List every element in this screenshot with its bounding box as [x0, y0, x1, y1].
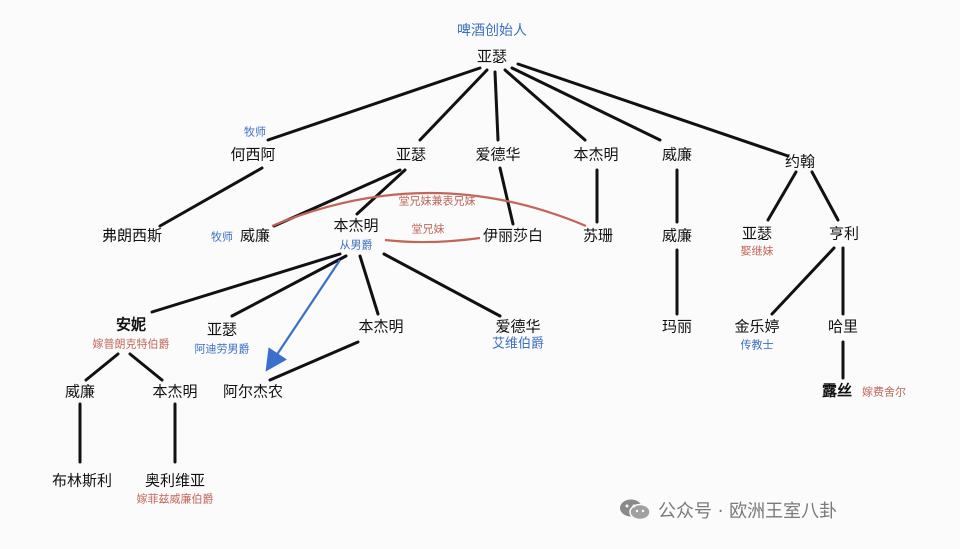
node-jinleting: 金乐婷: [734, 317, 780, 336]
edge-root-edward1: [493, 70, 500, 142]
edge-root-hexia: [266, 66, 482, 142]
note-missionary: 传教士: [740, 338, 774, 352]
edge-arthur2-benjamin2: [355, 168, 407, 216]
note-cousins-both: 堂兄妹兼表兄妹: [398, 194, 476, 208]
cousin-curve-william-susan: [271, 191, 587, 228]
node-william-1: 威廉: [661, 145, 693, 164]
note-married-earl-fitzwilliam: 嫁菲兹威廉伯爵: [136, 492, 214, 506]
edge-benjamin3-algernon: [268, 340, 360, 382]
watermark-text: 公众号 · 欧洲王室八卦: [658, 501, 838, 522]
cousin-curve-benjamin-elizabeth: [384, 236, 481, 244]
note-baron-ardilaun: 阿迪劳男爵: [194, 342, 250, 356]
edge-benjamin2-benjamin3: [358, 254, 380, 316]
edge-anne-benjamin4: [128, 352, 164, 382]
note-baron: 从男爵: [339, 238, 373, 252]
edge-root-john: [516, 62, 790, 158]
node-arthur-root: 亚瑟: [476, 47, 508, 66]
node-francis: 弗朗西斯: [101, 226, 163, 245]
node-edward-2: 爱德华: [495, 317, 541, 336]
edge-edward1-elizabeth: [498, 166, 515, 226]
node-algernon: 阿尔杰农: [222, 382, 284, 401]
note-married-fisher: 嫁费舍尔: [862, 385, 906, 399]
node-arthur-3: 亚瑟: [741, 224, 773, 243]
edge-john-henry: [810, 170, 840, 222]
edge-benjamin2-edward2: [382, 252, 502, 318]
node-william-3: 威廉: [661, 226, 693, 245]
node-mary: 玛丽: [661, 317, 693, 336]
note-pastor-william: 牧师: [211, 230, 233, 244]
edge-benjamin2-anne: [150, 252, 342, 314]
edge-root-william1: [510, 66, 662, 142]
node-benjamin-3: 本杰明: [358, 317, 404, 336]
node-hexia: 何西阿: [230, 145, 276, 164]
edge-root-benjamin1: [503, 68, 587, 142]
node-arthur-4: 亚瑟: [206, 320, 238, 339]
note-pastor-hexia: 牧师: [244, 125, 266, 139]
edge-benjamin2-arthur4: [230, 254, 348, 318]
note-earl-iveagh: 艾维伯爵: [491, 336, 545, 352]
wechat-icon: [620, 499, 651, 521]
edge-hexia-francis: [158, 166, 264, 228]
edge-henry-jinleting: [770, 246, 836, 316]
node-benjamin-2: 本杰明: [333, 216, 379, 235]
title-inheritance-arrow: [265, 259, 341, 372]
edge-anne-william4: [84, 352, 120, 382]
node-william-4: 威廉: [64, 382, 96, 401]
node-arthur-2: 亚瑟: [395, 145, 427, 164]
node-benjamin-1: 本杰明: [573, 145, 619, 164]
node-harry: 哈里: [827, 317, 859, 336]
node-olivia: 奥利维亚: [144, 471, 206, 490]
diagram-title: 啤酒创始人: [457, 23, 527, 39]
node-elizabeth: 伊丽莎白: [482, 226, 544, 245]
edge-root-arthur2: [418, 68, 489, 142]
note-married-stepsister: 娶继妹: [740, 244, 774, 258]
node-lucy: 露丝: [821, 381, 853, 400]
node-susan: 苏珊: [582, 226, 614, 245]
node-anne: 安妮: [115, 315, 147, 334]
note-cousins: 堂兄妹: [411, 222, 445, 236]
node-john: 约翰: [784, 152, 816, 171]
note-married-earl-plunket: 嫁普朗克特伯爵: [92, 337, 170, 351]
edge-john-arthur3: [766, 170, 798, 222]
node-edward-1: 爱德华: [475, 145, 521, 164]
node-brinsley: 布林斯利: [51, 471, 113, 490]
node-william-2: 威廉: [239, 226, 271, 245]
node-benjamin-4: 本杰明: [152, 382, 198, 401]
wechat-watermark: 公众号 · 欧洲王室八卦: [618, 497, 837, 523]
node-henry: 亨利: [828, 224, 860, 243]
